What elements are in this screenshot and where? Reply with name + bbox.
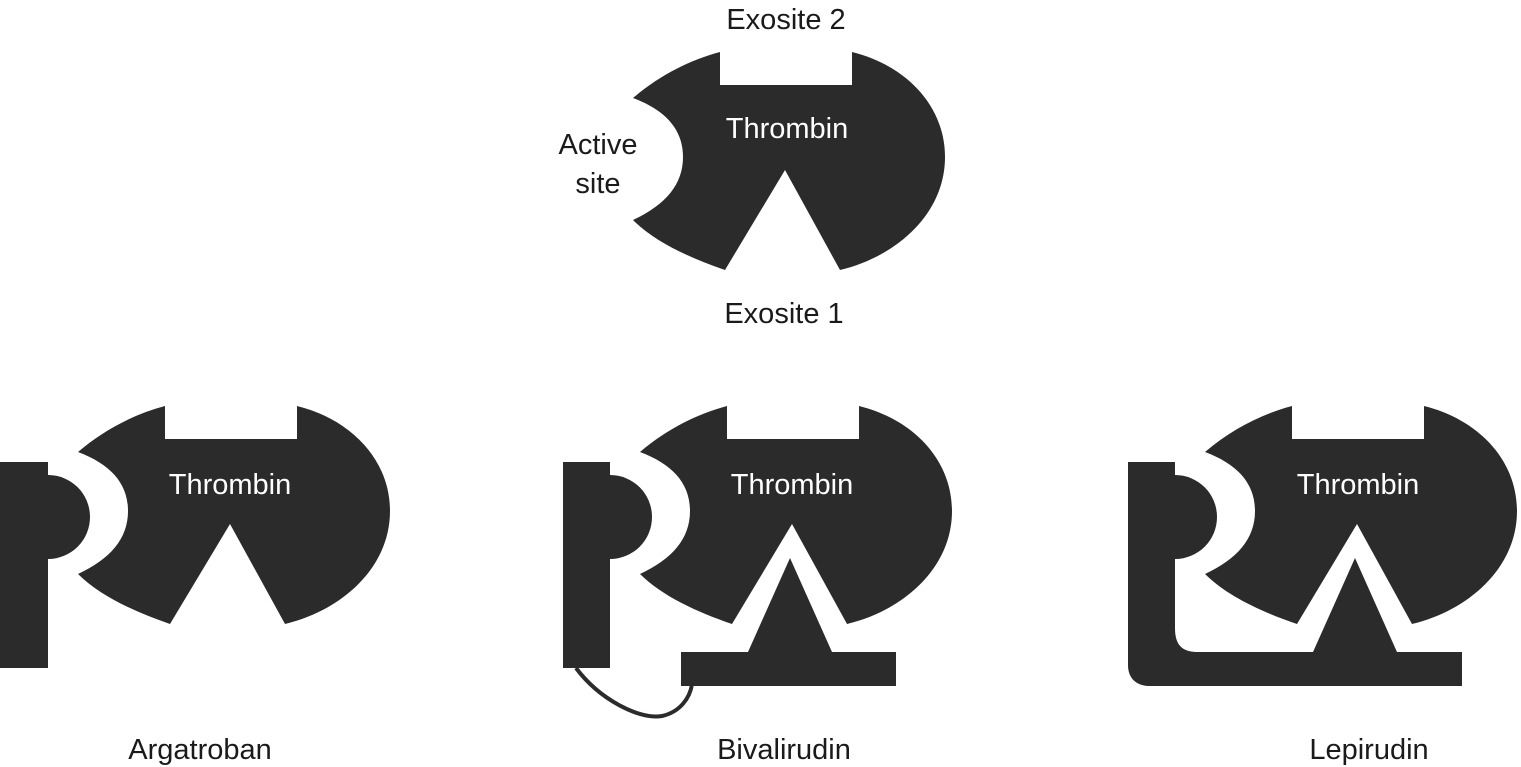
bivalirudin-active-site-plug — [563, 462, 652, 668]
bivalirudin-label: Bivalirudin — [717, 734, 851, 766]
thrombin-label: Thrombin — [169, 469, 292, 501]
argatroban-panel: Thrombin Argatroban — [0, 406, 390, 766]
lepirudin-panel: Thrombin Lepirudin — [1128, 406, 1517, 766]
thrombin-label: Thrombin — [731, 469, 854, 501]
active-site-label-line1: Active — [559, 129, 638, 161]
exosite-2-label: Exosite 2 — [726, 4, 845, 36]
exosite-1-label: Exosite 1 — [724, 298, 843, 330]
lepirudin-label: Lepirudin — [1309, 734, 1428, 766]
thrombin-body — [633, 52, 945, 270]
thrombin-label: Thrombin — [726, 113, 849, 145]
bivalirudin-linker — [574, 666, 694, 719]
thrombin-label: Thrombin — [1297, 469, 1420, 501]
thrombin-reference: Thrombin Exosite 2 Exosite 1 Active site — [559, 4, 945, 330]
bivalirudin-panel: Thrombin Bivalirudin — [563, 406, 952, 766]
lepirudin-molecule — [1128, 462, 1462, 686]
argatroban-label: Argatroban — [128, 734, 272, 766]
thrombin-body — [78, 406, 390, 624]
active-site-label-line2: site — [575, 168, 620, 200]
bivalirudin-exosite-plug — [681, 558, 896, 686]
argatroban-molecule — [0, 462, 90, 668]
